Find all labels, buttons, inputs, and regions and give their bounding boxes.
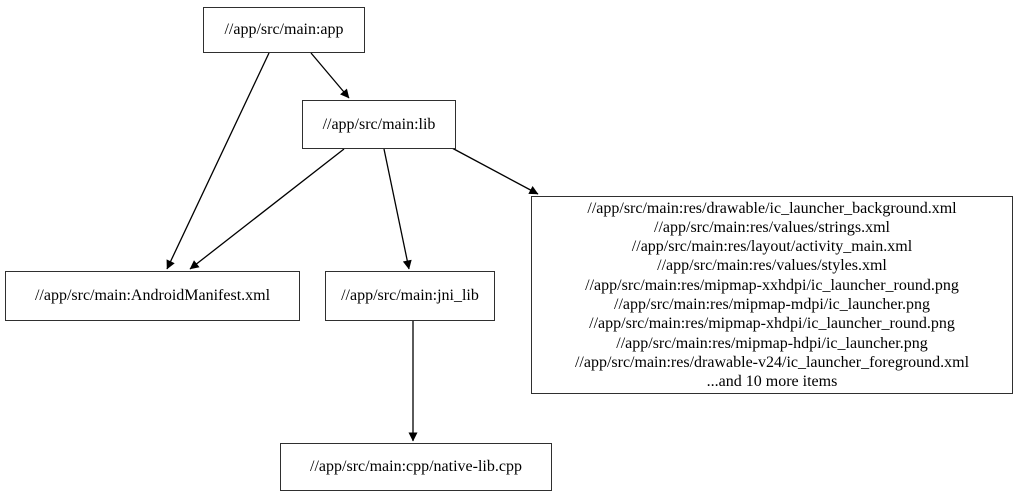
resource-item: //app/src/main:res/mipmap-xhdpi/ic_launc… <box>589 315 955 333</box>
resource-item: //app/src/main:res/values/strings.xml <box>654 218 890 236</box>
edge-lib-manifest <box>189 148 345 270</box>
resource-item: //app/src/main:res/drawable-v24/ic_launc… <box>574 353 970 371</box>
edge-lib-resources <box>451 147 539 195</box>
edge-app-lib <box>310 52 350 99</box>
node-lib: //app/src/main:lib <box>302 100 456 149</box>
node-android-manifest-label: //app/src/main:AndroidManifest.xml <box>34 287 271 304</box>
node-resources-group: //app/src/main:res/drawable/ic_launcher_… <box>531 196 1013 394</box>
node-native-lib-cpp: //app/src/main:cpp/native-lib.cpp <box>280 443 552 491</box>
resource-item: //app/src/main:res/values/styles.xml <box>657 257 887 275</box>
node-jni-lib: //app/src/main:jni_lib <box>325 271 495 321</box>
resource-item: //app/src/main:res/layout/activity_main.… <box>631 238 913 256</box>
resource-more-items: ...and 10 more items <box>706 373 838 391</box>
node-app: //app/src/main:app <box>203 7 365 53</box>
node-app-label: //app/src/main:app <box>224 21 344 38</box>
edge-app-manifest <box>166 52 270 270</box>
resource-item: //app/src/main:res/drawable/ic_launcher_… <box>587 199 957 217</box>
resource-item: //app/src/main:res/mipmap-hdpi/ic_launch… <box>616 334 928 352</box>
node-jni-lib-label: //app/src/main:jni_lib <box>341 287 479 304</box>
node-android-manifest: //app/src/main:AndroidManifest.xml <box>5 271 300 321</box>
edge-lib-jni-lib <box>383 148 412 270</box>
node-native-lib-cpp-label: //app/src/main:cpp/native-lib.cpp <box>310 458 522 475</box>
resource-item: //app/src/main:res/mipmap-mdpi/ic_launch… <box>614 296 930 313</box>
resource-item: //app/src/main:res/mipmap-xxhdpi/ic_laun… <box>585 276 959 294</box>
node-lib-label: //app/src/main:lib <box>322 115 436 133</box>
